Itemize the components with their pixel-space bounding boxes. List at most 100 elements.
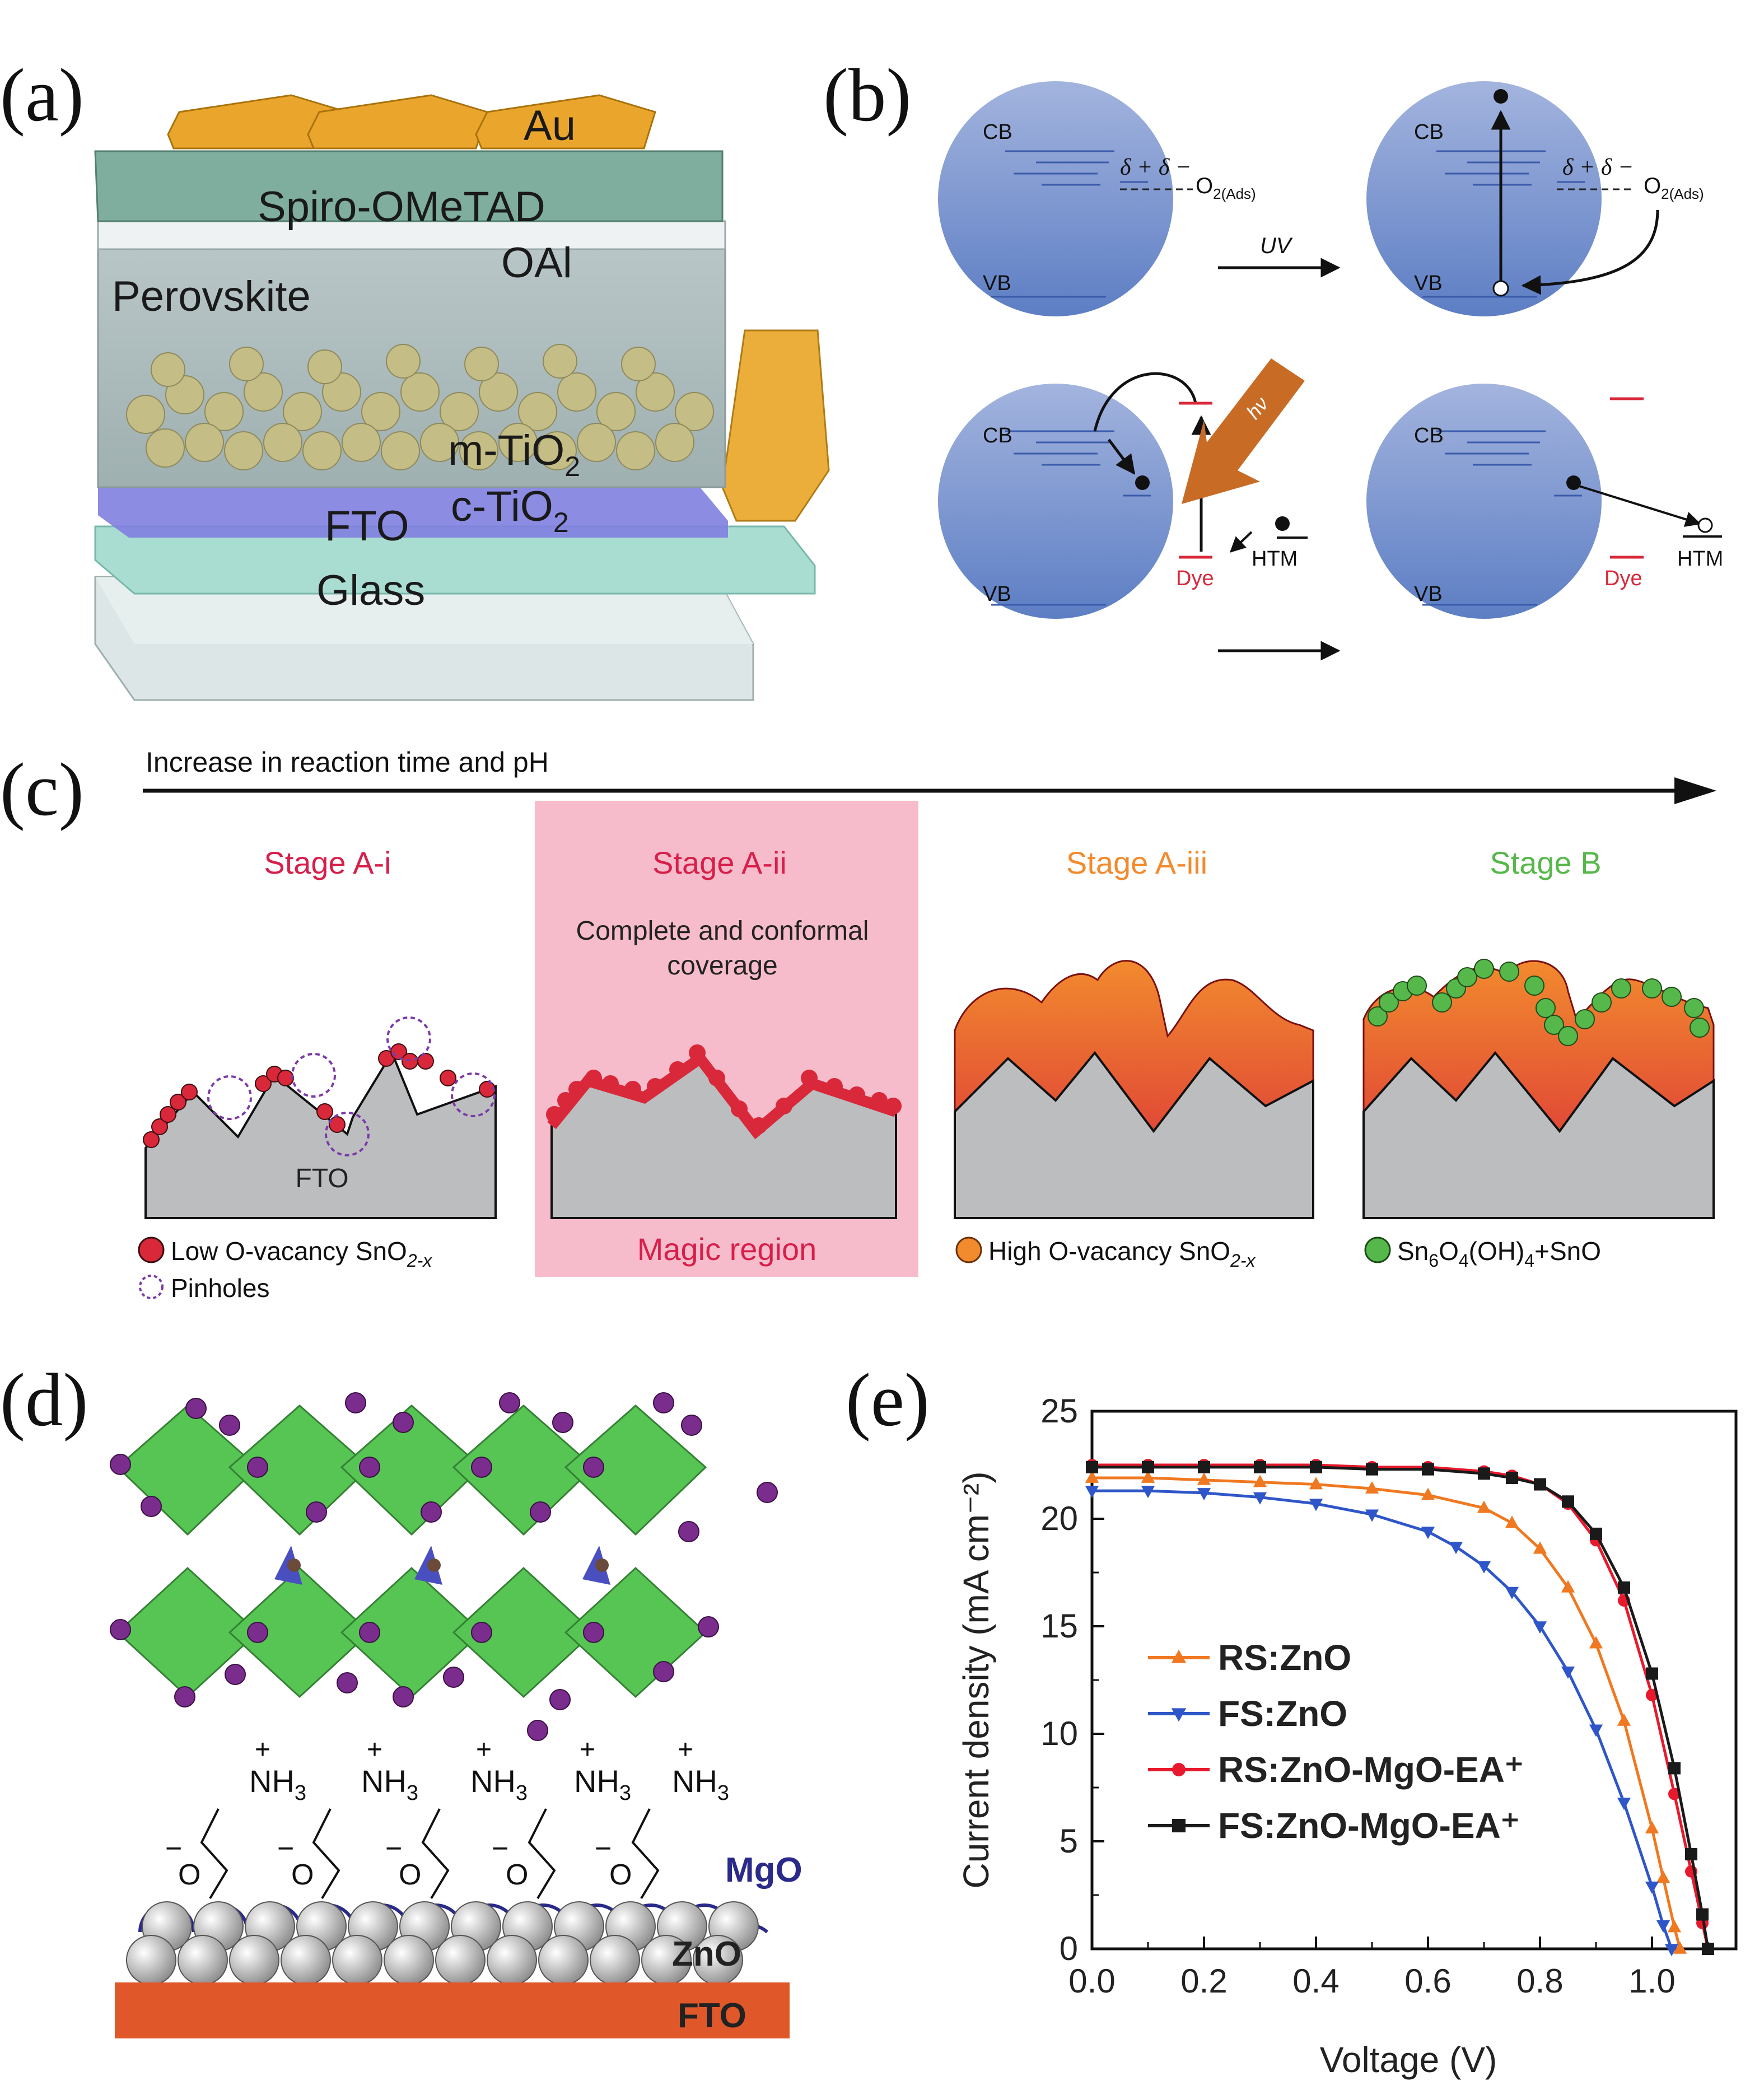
cb-label-4: CB [1414,424,1444,447]
nh3-sub-3: 3 [516,1781,528,1805]
panel-label-c: (c) [0,748,84,832]
perovskite-octahedra [110,1392,778,1741]
nh3-sub-2: 3 [407,1781,418,1805]
plus-2: + [367,1735,382,1765]
panel-b-band-diagrams [938,81,1722,661]
data-point [1085,1470,1099,1483]
chart-ylabel: Current density (mA cm⁻²) [956,1471,996,1888]
legend-sn-d: +SnO [1534,1237,1601,1266]
data-point [1617,1798,1631,1811]
o-label-4: O [506,1859,528,1891]
data-point [1085,1486,1099,1499]
legend-sn-a: Sn [1397,1237,1429,1266]
data-point [1645,1821,1659,1833]
plus-5: + [678,1735,693,1765]
data-point [1421,1487,1435,1500]
legend-marker [1172,1819,1186,1832]
magic-region-label: Magic region [637,1231,817,1267]
x-tick-label: 0.0 [1068,1962,1115,2000]
delta-label-1: δ + δ − [1120,155,1191,180]
data-point [1197,1488,1211,1501]
data-point [1656,1870,1670,1883]
legend-low-sub: 2-x [407,1251,432,1271]
vb-label-4: VB [1414,582,1443,606]
data-point [1505,1515,1519,1528]
legend-label: RS:ZnO-MgO-EA⁺ [1218,1749,1524,1790]
c-tio2-text: c-TiO [451,483,553,530]
data-point [1533,1541,1547,1554]
nanoparticle-sphere-3 [938,384,1173,619]
layer-label-c-tio2: c-TiO2 [451,483,569,538]
legend-low-vacancy: Low O-vacancy SnO2-x [171,1237,432,1271]
x-tick-label: 0.8 [1516,1962,1563,2000]
htm-label-1: HTM [1252,547,1298,571]
legend-high-sub: 2-x [1230,1251,1256,1271]
stage-label-b: Stage B [1490,845,1601,880]
data-point [1478,1467,1490,1480]
data-point [1141,1486,1155,1499]
data-point [1505,1587,1519,1599]
nh3-text-4: NH [574,1763,619,1799]
reaction-arrow-head [1674,777,1716,804]
data-point [1667,1920,1682,1933]
x-tick-label: 1.0 [1628,1962,1675,2000]
nh3-label-3: NH3 [470,1763,528,1805]
legend-dot-pinholes [139,1275,164,1299]
legend-sn-hydroxide: Sn6O4(OH)4+SnO [1397,1237,1601,1271]
data-point [1254,1461,1266,1473]
data-point [1365,1509,1379,1522]
minus-1: − [165,1832,182,1865]
light-arrow-icon [1182,358,1305,504]
o-label-2: O [291,1859,314,1891]
o2-text-1: O [1196,174,1213,198]
plus-1: + [255,1735,270,1765]
panel-label-b: (b) [823,54,911,137]
data-point [1618,1581,1630,1594]
data-point [1533,1621,1547,1634]
data-point [1590,1527,1602,1540]
legend-sn-sub4a: 4 [1459,1251,1469,1271]
data-point [1534,1478,1546,1491]
o2-label-2: O2(Ads) [1644,174,1704,202]
plus-3: + [476,1735,492,1765]
coverage-text-line-1: Complete and conformal [576,916,869,946]
o2-text-2: O [1644,174,1661,198]
data-point [1506,1472,1518,1485]
layer-label-oal: OAl [501,239,572,287]
o-label-5: O [609,1859,632,1891]
y-tick-label: 0 [1060,1930,1078,1967]
data-point [1562,1495,1574,1508]
o-label-1: O [178,1859,200,1891]
data-point [1656,1920,1670,1933]
nh3-text-3: NH [470,1763,516,1799]
o2-sub-1: 2(Ads) [1213,185,1256,202]
htm-label-2: HTM [1677,547,1723,571]
vb-label-1: VB [983,272,1011,295]
legend-sn-sub6: 6 [1429,1251,1439,1271]
stage-label-a-i: Stage A-i [264,845,391,880]
y-tick-label: 20 [1040,1500,1078,1537]
series-line [1092,1466,1710,1949]
layer-label-glass: Glass [316,567,425,614]
data-point [1646,1667,1658,1680]
data-point [1309,1477,1323,1490]
fto-label-d: FTO [678,1996,746,2035]
nh3-label-5: NH3 [672,1763,729,1805]
zno-label: ZnO [672,1935,741,1973]
legend-pinholes: Pinholes [171,1273,269,1303]
minus-5: − [595,1832,612,1865]
layer-label-fto: FTO [325,502,409,550]
delta-label-2: δ + δ − [1562,155,1634,180]
cb-label-2: CB [1414,120,1444,144]
series-group-3 [1086,1461,1714,1955]
data-point [1702,1943,1714,1955]
data-point [1589,1636,1603,1649]
data-point [1477,1561,1491,1574]
stage-label-a-ii: Stage A-ii [652,845,787,880]
data-point [1309,1499,1323,1511]
stage-a-i-schematic [143,1016,497,1219]
data-point [1561,1580,1575,1593]
